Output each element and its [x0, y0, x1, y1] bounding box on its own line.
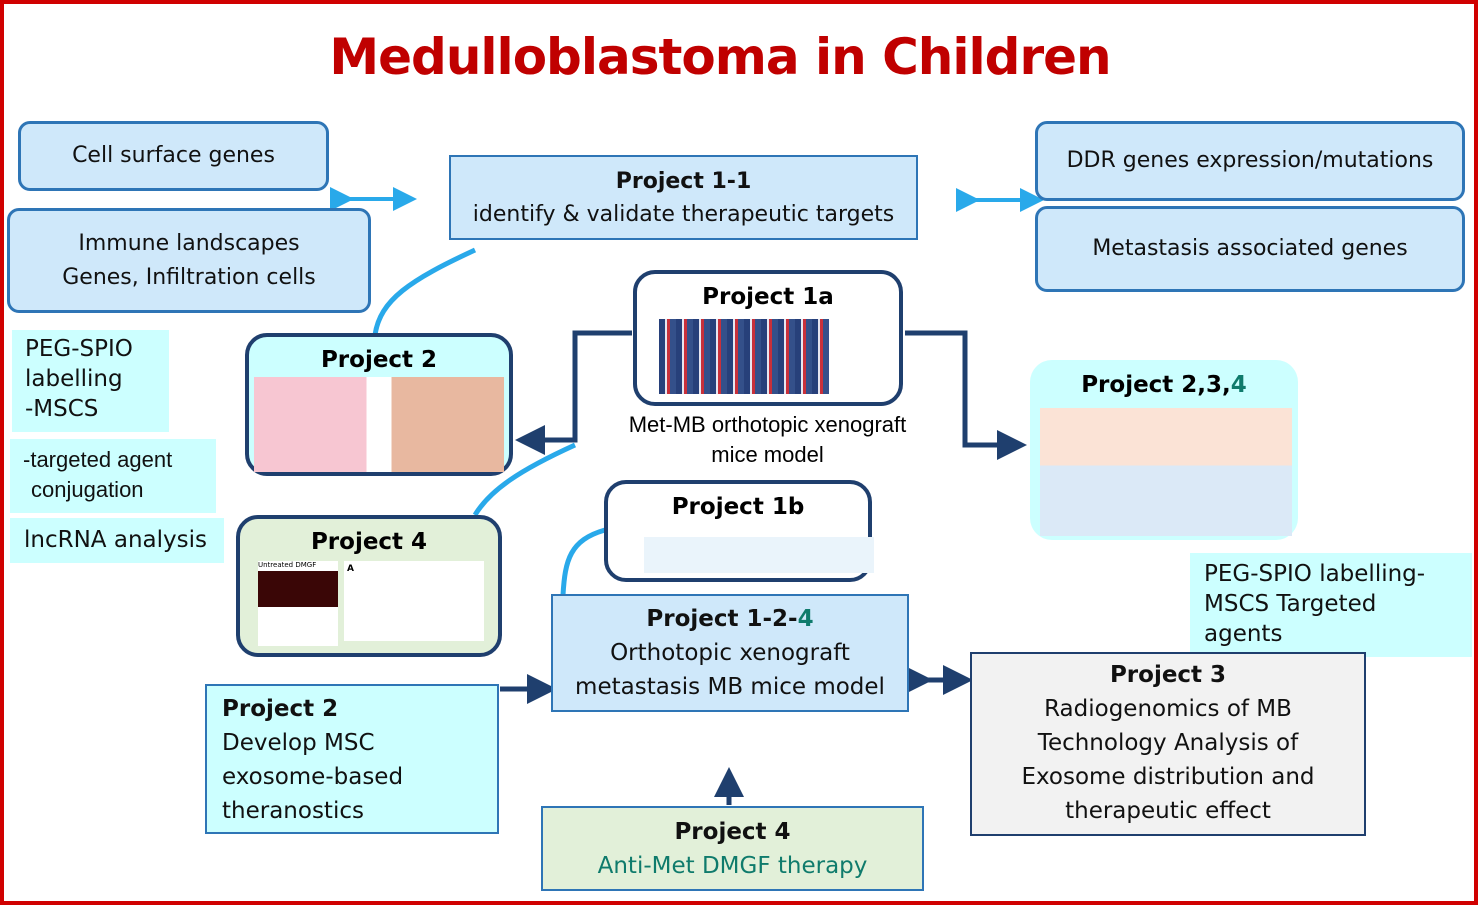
ddr-label: DDR genes expression/mutations [1066, 148, 1434, 173]
project-1-2-4-box: Project 1-2-4 Orthotopic xenograft metast… [551, 594, 909, 712]
p3-line-2: Technology Analysis of [1037, 730, 1299, 756]
project-1-2-4-title: Project 1-2-4 [553, 602, 907, 636]
peg-spio-label: PEG-SPIO labelling -MSCS [12, 330, 169, 432]
targeted-agent-label: -targeted agent conjugation [10, 439, 216, 513]
p124-line-1: Orthotopic xenograft [610, 640, 850, 666]
page-title: Medulloblastoma in Children [329, 28, 1111, 86]
project-234-title: Project 2,3,4 [1030, 372, 1298, 398]
p124-line-2: metastasis MB mice model [575, 674, 885, 700]
curve-p1b-p124 [560, 527, 606, 596]
project-1-1-box: Project 1-1 identify & validate therapeu… [449, 155, 918, 240]
project-1b-card: Project 1b [604, 480, 874, 582]
project-4-box: Project 4 Anti-Met DMGF therapy [541, 806, 924, 891]
right-label-1: PEG-SPIO labelling- [1204, 561, 1426, 587]
fluorescence-panel [258, 571, 338, 607]
metastasis-genes-box: Metastasis associated genes [1035, 206, 1465, 292]
project-2-box: Project 2 Develop MSC exosome-based theran… [205, 684, 499, 834]
peg-2: labelling [25, 366, 123, 392]
metastasis-label: Metastasis associated genes [1092, 236, 1408, 261]
project-1-1-title: Project 1-1 [615, 168, 752, 194]
ddr-genes-box: DDR genes expression/mutations [1035, 121, 1465, 201]
mscs-labelling-illustration [1040, 408, 1292, 536]
heatmap-image [659, 319, 829, 394]
cell-surface-genes-box: Cell surface genes [18, 121, 329, 191]
curve-p11-p2 [372, 247, 477, 336]
project-1-1-subtitle: identify & validate therapeutic targets [472, 201, 895, 227]
title-prefix: Project 2,3, [1081, 372, 1231, 398]
dmgf-label: DMGF [295, 561, 317, 569]
p1a-caption: Met-MB orthotopic xenograft mice model [600, 410, 935, 470]
p1a-caption-1: Met-MB orthotopic xenograft [628, 412, 907, 437]
title-prefix: Project 1-2- [646, 606, 798, 632]
project-2-box-title: Project 2 [222, 696, 339, 722]
arrow-p1a-p234 [905, 330, 1027, 460]
project-1b-title: Project 1b [671, 494, 805, 520]
project-1a-title: Project 1a [702, 284, 834, 310]
arrow-p1a-p2 [515, 330, 632, 455]
title-accent: 4 [797, 606, 814, 632]
cell-surface-label: Cell surface genes [72, 143, 275, 168]
curve-p2-p4 [472, 442, 577, 517]
project-3-box-title: Project 3 [1109, 662, 1227, 688]
peg-3: -MSCS [25, 396, 99, 422]
peg-1: PEG-SPIO [25, 336, 133, 362]
peg-spio-targeted-label: PEG-SPIO labelling- MSCS Targeted agents [1190, 553, 1472, 657]
p2-line-3: theranostics [222, 798, 364, 824]
title-accent: 4 [1230, 372, 1247, 398]
right-label-2: MSCS Targeted [1204, 591, 1377, 617]
targeted-1: -targeted agent [23, 447, 173, 472]
project-4-card-title: Project 4 [310, 529, 428, 555]
project-2-card-title: Project 2 [320, 347, 438, 373]
lncrna-label: lncRNA analysis [10, 518, 224, 563]
project-234-card: Project 2,3,4 [1030, 360, 1298, 540]
dmgf-structure-image: A [344, 561, 484, 641]
project-4-card: Project 4 Untreated DMGF A [236, 515, 502, 657]
immune-label-1: Immune landscapes [78, 230, 300, 256]
p3-line-4: therapeutic effect [1065, 798, 1271, 824]
immune-label-2: Genes, Infiltration cells [62, 264, 316, 290]
dmgf-assay-image: Untreated DMGF [258, 561, 338, 646]
p2-line-2: exosome-based [222, 764, 404, 790]
project-1a-card: Project 1a [633, 270, 903, 406]
project-4-box-title: Project 4 [674, 819, 791, 845]
mice-illustration [644, 537, 874, 573]
exosome-illustration [254, 377, 504, 472]
panel-label: A [347, 564, 354, 574]
p1a-caption-2: mice model [711, 442, 824, 467]
p2-line-1: Develop MSC [222, 730, 375, 756]
project-2-card: Project 2 [245, 333, 513, 476]
project-4-box-subtitle: Anti-Met DMGF therapy [597, 853, 868, 879]
targeted-2: conjugation [31, 477, 144, 502]
p3-line-3: Exosome distribution and [1021, 764, 1315, 790]
project-3-box: Project 3 Radiogenomics of MB Technology … [970, 652, 1366, 836]
right-label-3: agents [1204, 621, 1283, 647]
untreated-label: Untreated [258, 561, 294, 569]
p3-line-1: Radiogenomics of MB [1044, 696, 1292, 722]
